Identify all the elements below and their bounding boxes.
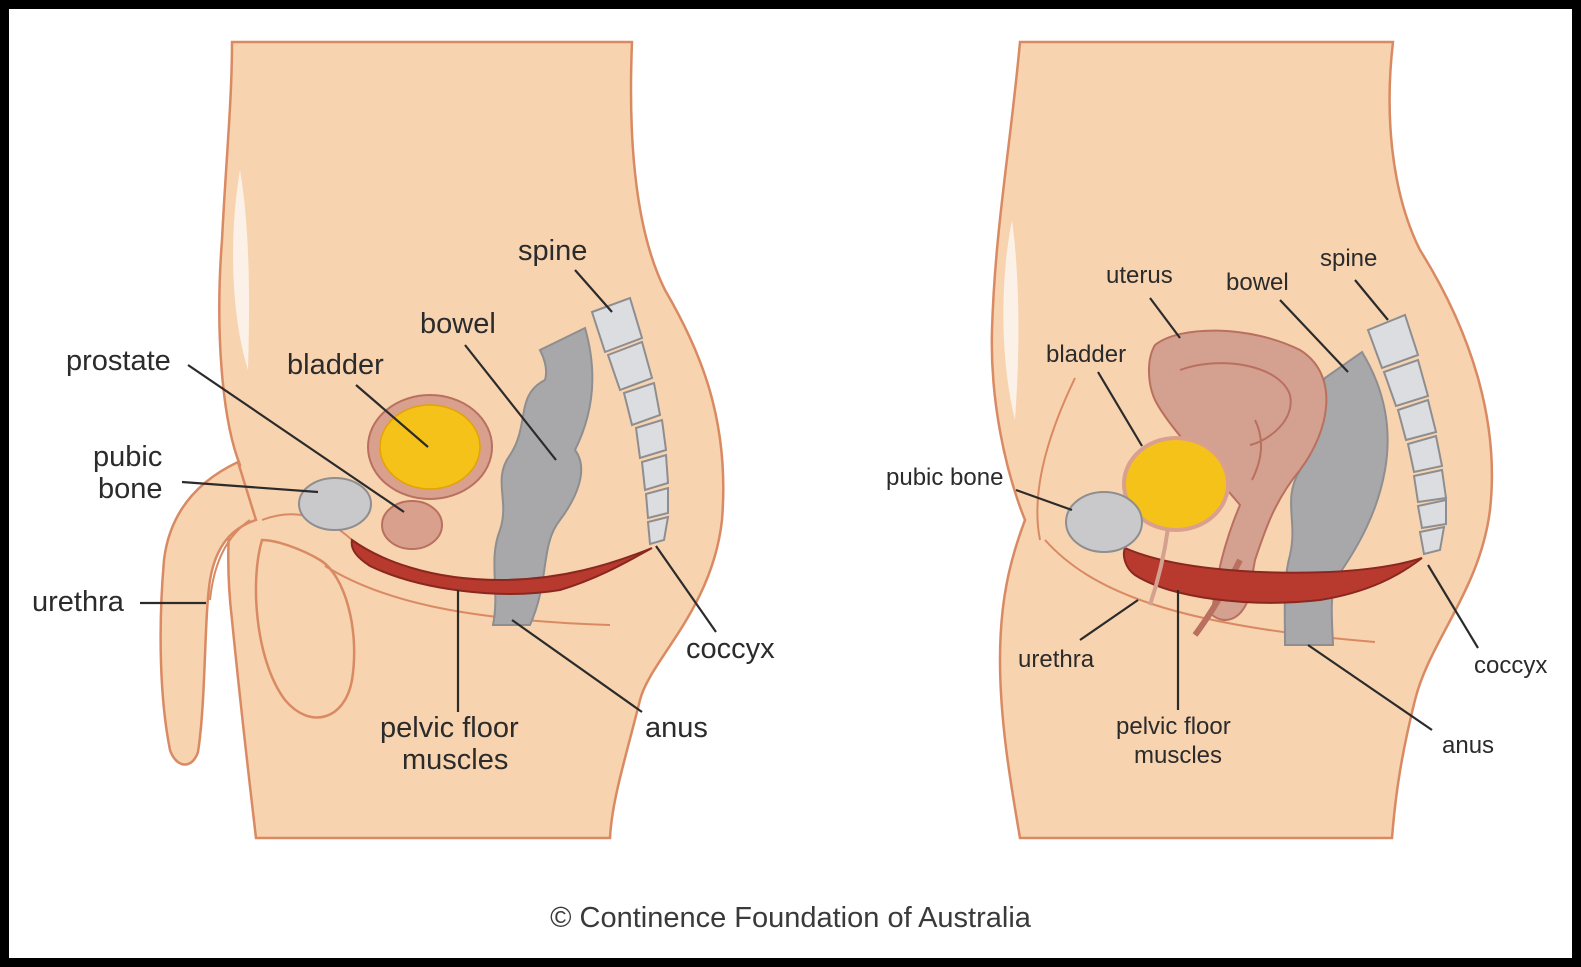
female-anus-label: anus — [1442, 732, 1494, 759]
male-anus-label: anus — [645, 712, 708, 744]
female-bowel-label: bowel — [1226, 269, 1289, 296]
male-figure: spine bowel prostate bladder pubic bone … — [32, 42, 775, 838]
male-urethra-label: urethra — [32, 586, 125, 618]
male-bowel-label: bowel — [420, 308, 496, 340]
copyright-caption: © Continence Foundation of Australia — [0, 902, 1581, 935]
female-pelvic-floor-label-line1: pelvic floor — [1116, 713, 1231, 740]
male-prostate-label: prostate — [66, 345, 171, 377]
male-spine-label: spine — [518, 235, 587, 267]
male-pubic-bone-label-line1: pubic — [93, 441, 162, 473]
female-coccyx-label: coccyx — [1474, 652, 1547, 679]
male-prostate — [382, 501, 442, 549]
male-coccyx-label: coccyx — [686, 633, 775, 665]
female-uterus-label: uterus — [1106, 262, 1173, 289]
female-figure: spine uterus bowel bladder pubic bone ur… — [886, 42, 1547, 838]
male-pubic-bone-label-line2: bone — [98, 473, 163, 505]
female-bladder-label: bladder — [1046, 341, 1126, 368]
female-spine-label: spine — [1320, 245, 1377, 272]
female-pelvic-floor-label-line2: muscles — [1134, 742, 1222, 769]
female-pubic-bone — [1066, 492, 1142, 552]
male-pubic-bone — [299, 478, 371, 530]
female-pubic-bone-label: pubic bone — [886, 464, 1003, 491]
female-urethra-label: urethra — [1018, 646, 1095, 673]
male-pelvic-floor-label-line1: pelvic floor — [380, 712, 519, 744]
male-pelvic-floor-label-line2: muscles — [402, 744, 508, 776]
male-bladder-label: bladder — [287, 349, 384, 381]
